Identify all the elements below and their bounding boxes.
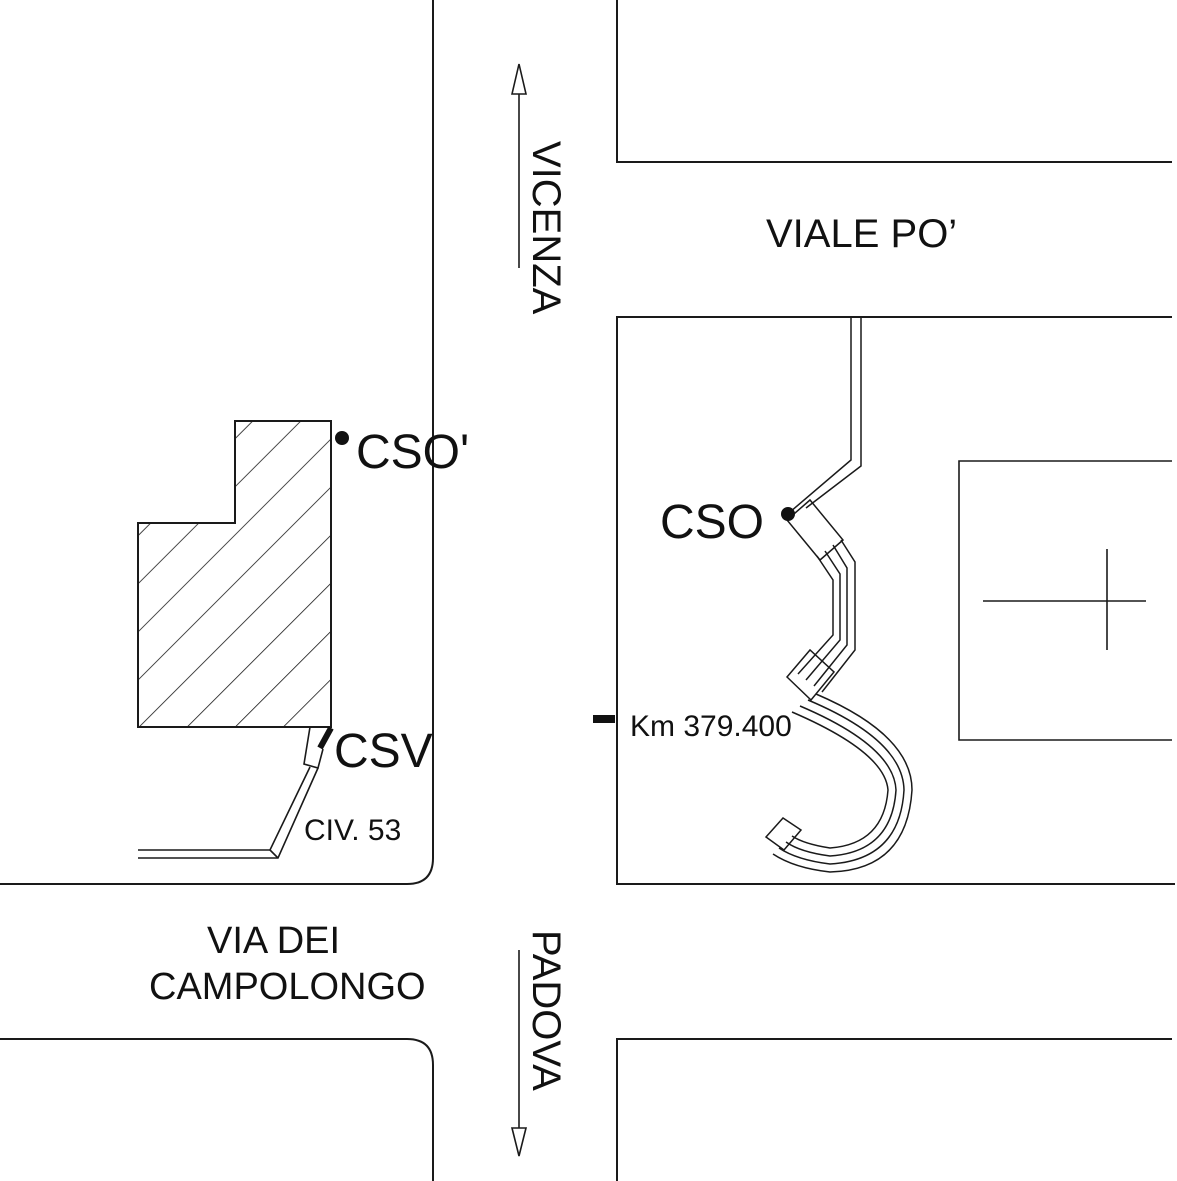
point-label-km: Km 379.400 xyxy=(630,710,792,743)
street-label-viale-po: VIALE PO’ xyxy=(766,212,957,256)
curved-footpath xyxy=(764,317,913,873)
point-label-cso-prime: CSO' xyxy=(356,426,469,479)
road-edge-middle-right-block xyxy=(616,316,1175,885)
road-edge-top-left xyxy=(0,0,434,885)
road-edge-bottom-left xyxy=(0,1038,434,1181)
cso-prime-dot xyxy=(335,431,349,445)
hatched-building xyxy=(137,420,332,728)
civ-53-walkway xyxy=(138,726,331,859)
street-label-via-dei: VIA DEI xyxy=(207,920,340,962)
point-label-civ-53: CIV. 53 xyxy=(304,814,401,847)
point-label-cso: CSO xyxy=(660,496,764,549)
point-label-csv: CSV xyxy=(334,725,433,778)
km-marker xyxy=(593,715,615,723)
csv-marker xyxy=(317,726,334,750)
street-label-padova: PADOVA xyxy=(524,930,568,1091)
direction-arrow-south-icon xyxy=(510,950,528,1157)
direction-arrow-north-icon xyxy=(510,63,528,268)
road-edge-bottom-right xyxy=(616,1038,1172,1181)
enclosure-with-cross xyxy=(958,460,1172,741)
road-edge-top-right-block xyxy=(616,0,1172,163)
cso-dot xyxy=(781,507,795,521)
street-label-campolongo: CAMPOLONGO xyxy=(149,966,426,1008)
street-label-vicenza: VICENZA xyxy=(524,141,568,315)
